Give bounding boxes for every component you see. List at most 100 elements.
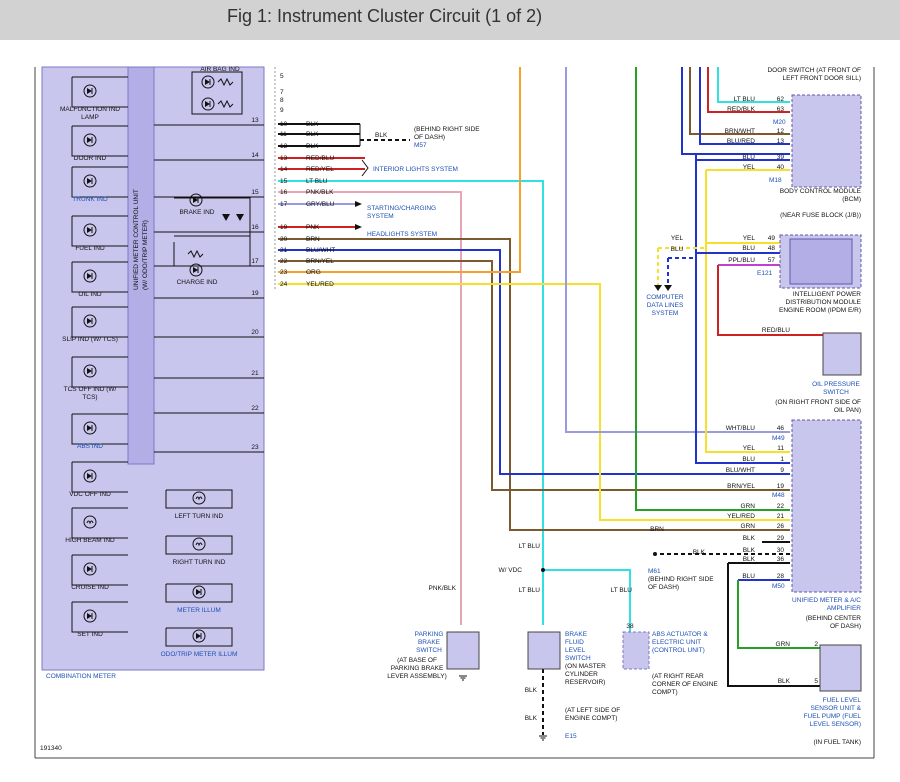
led-triangle xyxy=(196,589,201,595)
wire-brn-wht xyxy=(689,67,790,135)
can-yel-label: YEL xyxy=(671,235,684,242)
diode-icon xyxy=(222,214,230,221)
indicator-label: AIR BAG IND xyxy=(200,66,240,73)
connector-pin-number: 9 xyxy=(280,107,284,114)
wire-blu-bcm xyxy=(681,67,790,155)
abs-unit-name: ELECTRIC UNIT xyxy=(652,639,701,646)
brake-fluid-switch-name: SWITCH xyxy=(565,655,591,662)
indicator-label: SET IND xyxy=(77,631,103,638)
amp-wire-label: YEL/RED xyxy=(727,513,755,520)
fuel-sensor-name: SENSOR UNIT & xyxy=(811,705,862,712)
amp-pin: 11 xyxy=(777,445,784,452)
amp-location: OF DASH) xyxy=(830,623,861,630)
indicator-label: RIGHT TURN IND xyxy=(173,559,226,566)
diode-icon xyxy=(236,214,244,221)
connector-pin-number: 20 xyxy=(280,236,288,243)
abs-wire-label: LT BLU xyxy=(611,587,633,594)
amp-wire-label: BLK xyxy=(743,556,756,563)
indicator-label: MALFUNCTION IND xyxy=(60,106,120,113)
parking-switch-name: SWITCH xyxy=(416,647,442,654)
oil-switch-name: SWITCH xyxy=(823,389,849,396)
led-circle xyxy=(83,174,97,188)
bcm-pin: 40 xyxy=(777,164,785,171)
wire-blu-can2 xyxy=(695,154,790,464)
indicator-label: BRAKE IND xyxy=(179,209,214,216)
indicator-wire xyxy=(71,602,128,633)
led-icon xyxy=(192,629,206,643)
led-circle xyxy=(83,421,97,435)
connector-wire-label: LT BLU xyxy=(306,178,328,185)
abs-unit-location: COMPT) xyxy=(652,689,678,696)
bcm-conn-code: M20 xyxy=(773,119,786,126)
fuel-sensor-name: FUEL PUMP (FUEL xyxy=(804,713,862,720)
ground-note: OF DASH) xyxy=(414,134,445,141)
indicator-wire xyxy=(71,414,128,445)
led-icon xyxy=(83,174,97,188)
internal-pin-label: 20 xyxy=(251,329,259,336)
ref-bracket xyxy=(361,159,369,177)
led-icon xyxy=(83,314,97,328)
wire-brn-yel xyxy=(278,260,790,491)
connector-wire-label: RED/BLU xyxy=(306,155,334,162)
bulb-circle xyxy=(192,491,206,505)
wire-lt-blu-abs xyxy=(543,569,631,632)
indicator-label: VDC OFF IND xyxy=(69,491,111,498)
ground-icon xyxy=(459,675,467,681)
parking-switch-location: PARKING BRAKE xyxy=(391,665,444,672)
indicator-wire xyxy=(165,489,233,509)
led-triangle xyxy=(87,318,92,324)
combination-meter-label: COMBINATION METER xyxy=(46,673,116,680)
figure-header: Fig 1: Instrument Cluster Circuit (1 of … xyxy=(0,0,900,40)
figure-id: 191340 xyxy=(40,745,62,752)
connector-pin-number: 8 xyxy=(280,97,284,104)
connector-wire-label: RED/YEL xyxy=(306,166,334,173)
blk-gnd-label: BLK xyxy=(693,549,706,556)
led-triangle xyxy=(205,101,210,107)
brake-fluid-switch-location: (ON MASTER xyxy=(565,663,606,670)
bcm-conn-code: M18 xyxy=(769,177,782,184)
wire-lt-blu-door xyxy=(717,67,790,103)
indicator-label: TRUNK IND xyxy=(72,196,108,203)
led-triangle xyxy=(196,633,201,639)
indicator-label: FUEL IND xyxy=(75,245,105,252)
brake-fluid-switch-box xyxy=(527,631,561,670)
connector-wire-label: BRN xyxy=(306,236,320,243)
led-triangle xyxy=(87,137,92,143)
charging-ref: SYSTEM xyxy=(367,213,394,220)
meter-control-unit-box xyxy=(127,66,155,465)
indicator-wire xyxy=(71,167,128,198)
ipdm-pin: 49 xyxy=(768,235,776,242)
abs-pin: 38 xyxy=(626,623,634,630)
indicator-label: DOOR IND xyxy=(74,155,107,162)
led-circle xyxy=(83,269,97,283)
abs-unit-name: ABS ACTUATOR & xyxy=(652,631,708,638)
connector-wire-label: ORG xyxy=(306,269,321,276)
fuel-blk-label: BLK xyxy=(778,678,791,685)
connector-pin-number: 15 xyxy=(280,178,288,185)
ipdm-pin: 48 xyxy=(768,245,776,252)
oil-pressure-switch-box xyxy=(822,332,862,376)
led-icon xyxy=(189,263,203,277)
indicator-wire xyxy=(71,126,128,157)
ipdm-conn-code: E121 xyxy=(757,270,773,277)
brn-label: BRN xyxy=(650,526,664,533)
wire-blu-wht xyxy=(278,249,790,475)
wire-grn xyxy=(635,67,790,511)
blk-gnd-note: OF DASH) xyxy=(648,584,679,591)
arrow-icon xyxy=(355,201,362,207)
bcm-location: (NEAR FUSE BLOCK (J/B)) xyxy=(780,212,861,219)
led-triangle xyxy=(87,178,92,184)
amp-conn-code: M48 xyxy=(772,492,785,499)
ground-code: M57 xyxy=(414,142,427,149)
oil-switch-name: OIL PRESSURE xyxy=(812,381,860,388)
amp-wire-label: BLK xyxy=(743,535,756,542)
amp-pin: 36 xyxy=(777,556,785,563)
wire-red-blu-oil xyxy=(717,265,823,336)
connector-pin-number: 23 xyxy=(280,269,288,276)
led-circle xyxy=(189,263,203,277)
bcm-pin: 13 xyxy=(777,138,785,145)
headlights-ref: HEADLIGHTS SYSTEM xyxy=(367,231,437,238)
connector-pin-number: 10 xyxy=(280,121,288,128)
indicator-label: HIGH BEAM IND xyxy=(65,537,115,544)
led-circle xyxy=(83,609,97,623)
